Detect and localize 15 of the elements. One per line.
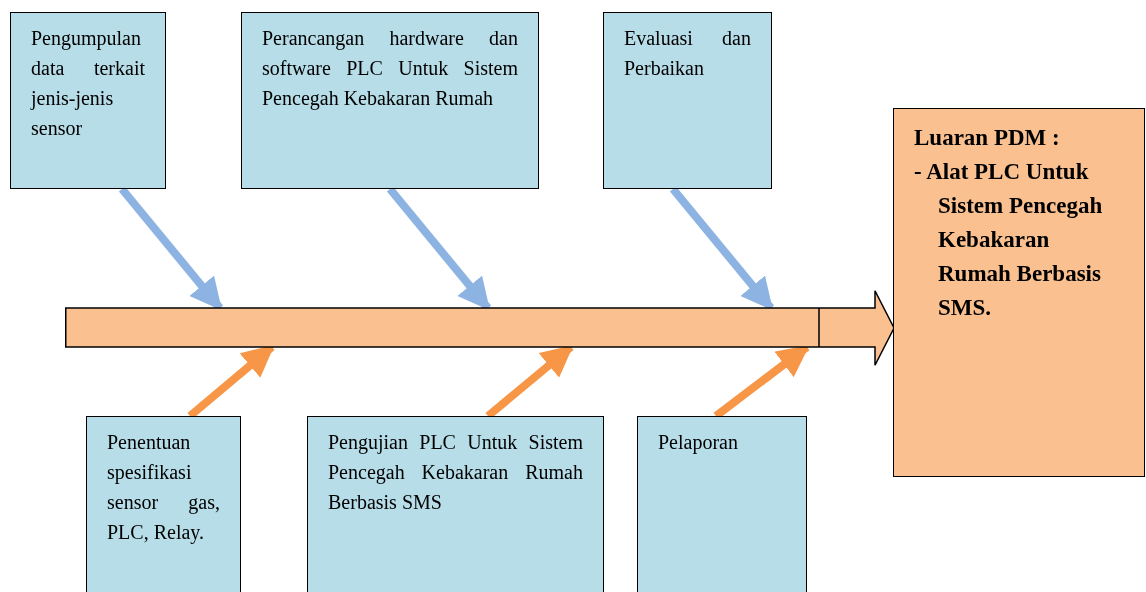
box-text: Pengumpulan data terkait jenis-jenis sensor [31, 26, 145, 141]
output-item: - Alat PLC Untuk Sistem Pencegah Kebakaran Rumah Berbasis SMS. [914, 158, 1104, 322]
box-text: Evaluasi dan Perbaikan [624, 26, 751, 81]
process-box [637, 416, 807, 592]
process-box [241, 12, 539, 189]
output-heading: Luaran PDM : [914, 124, 1061, 152]
box-text: Perancangan hardware dan software PLC Untuk Sistem Pencegah Kebakaran Rumah [262, 26, 518, 112]
process-box [86, 416, 241, 592]
process-box [10, 12, 166, 189]
output-box [893, 108, 1145, 477]
box-text: Penentuan spesifikasi sensor gas, PLC, Relay. [107, 430, 220, 546]
box-text: Pelaporan [658, 430, 739, 456]
process-box [307, 416, 604, 592]
box-text: Pengujian PLC Untuk Sistem Pencegah Kebakaran Rumah Berbasis SMS [328, 430, 583, 515]
process-box [603, 12, 772, 189]
